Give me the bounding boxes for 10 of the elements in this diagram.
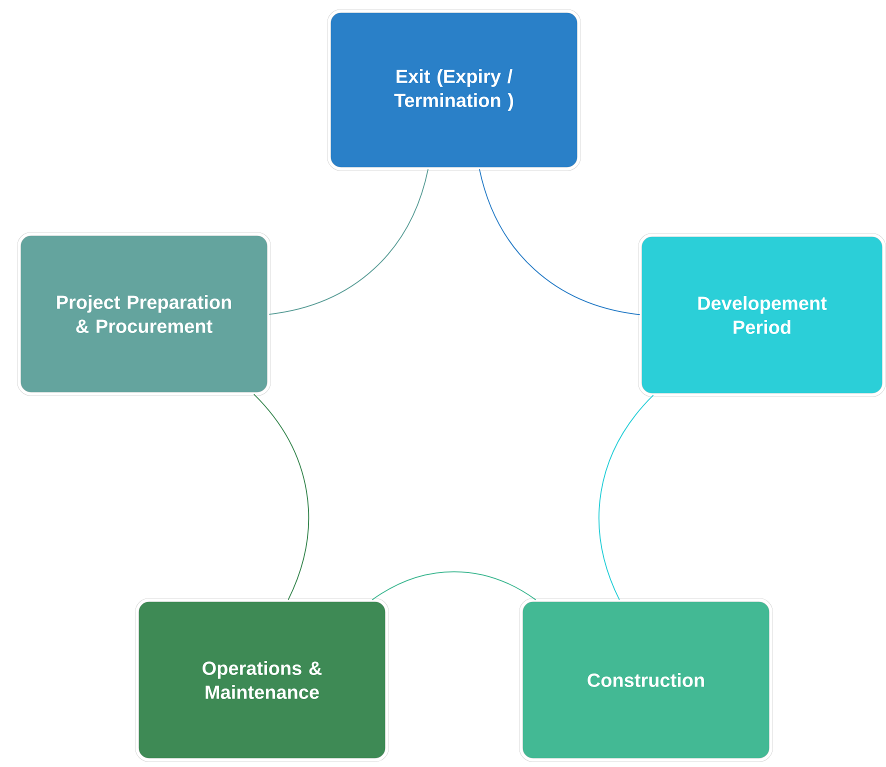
stage-box: Exit (Expiry / Termination )	[327, 9, 581, 171]
stage-box: Operations & Maintenance	[135, 598, 389, 762]
connector-arc	[253, 394, 309, 600]
connector-arc	[372, 571, 536, 600]
stage-box: Construction	[519, 598, 773, 762]
stage-box: Project Preparation & Procurement	[17, 232, 271, 396]
stage-box: Developement Period	[638, 233, 886, 397]
connector-arc	[268, 168, 429, 315]
connector-arc	[598, 394, 654, 600]
connector-arc	[478, 168, 640, 316]
